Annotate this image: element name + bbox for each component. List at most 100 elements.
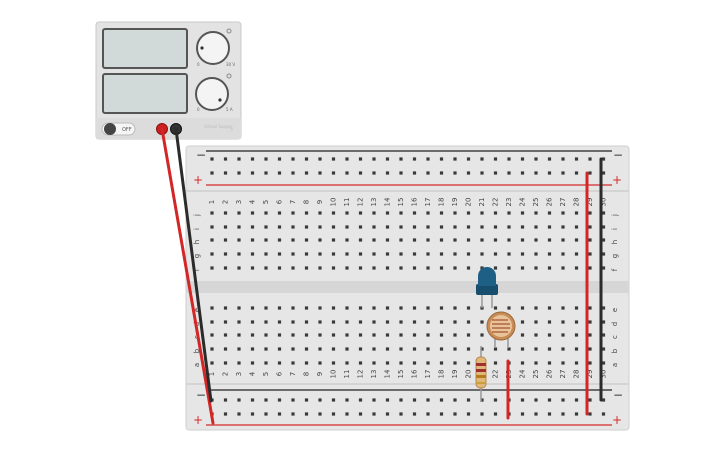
rail-hole[interactable] [372,412,376,416]
hole-f30[interactable] [601,266,606,270]
rail-hole[interactable] [520,157,525,161]
hole-h8[interactable] [304,238,309,242]
hole-a9[interactable] [318,361,322,365]
hole-h11[interactable] [345,238,349,242]
hole-b21[interactable] [480,347,484,351]
hole-b19[interactable] [453,347,457,351]
hole-i4[interactable] [250,225,255,229]
hole-j2[interactable] [223,211,228,215]
rail-hole[interactable] [561,412,565,416]
rail-hole[interactable] [480,157,484,161]
hole-f18[interactable] [439,266,444,270]
hole-j4[interactable] [250,211,255,215]
hole-a13[interactable] [372,361,376,365]
hole-b25[interactable] [534,347,538,351]
hole-e18[interactable] [439,306,444,310]
hole-c26[interactable] [547,333,552,337]
hole-g16[interactable] [412,252,417,256]
hole-i5[interactable] [264,225,268,229]
rail-hole[interactable] [345,171,349,175]
hole-c30[interactable] [601,333,606,337]
rail-hole[interactable] [318,171,322,175]
hole-g27[interactable] [561,252,565,256]
rail-hole[interactable] [426,157,430,161]
rail-hole[interactable] [412,412,417,416]
hole-j29[interactable] [588,211,592,215]
hole-a8[interactable] [304,361,309,365]
hole-h25[interactable] [534,238,538,242]
hole-j27[interactable] [561,211,565,215]
hole-e15[interactable] [399,306,403,310]
hole-c12[interactable] [358,333,363,337]
hole-c7[interactable] [291,333,295,337]
hole-i3[interactable] [237,225,241,229]
hole-j16[interactable] [412,211,417,215]
hole-f21[interactable] [480,266,484,270]
hole-b10[interactable] [331,347,336,351]
breadboard[interactable]: − + − + − + − + 112233445566778899101011… [185,145,630,431]
hole-a24[interactable] [520,361,525,365]
hole-b12[interactable] [358,347,363,351]
hole-d24[interactable] [520,320,525,324]
hole-i28[interactable] [574,225,579,229]
hole-g6[interactable] [277,252,282,256]
rail-hole[interactable] [264,157,268,161]
hole-b9[interactable] [318,347,322,351]
hole-g19[interactable] [453,252,457,256]
hole-f4[interactable] [250,266,255,270]
hole-f1[interactable] [210,266,214,270]
rail-hole[interactable] [466,412,471,416]
hole-d18[interactable] [439,320,444,324]
rail-hole[interactable] [588,171,592,175]
rail-hole[interactable] [466,157,471,161]
hole-a28[interactable] [574,361,579,365]
hole-g15[interactable] [399,252,403,256]
rail-hole[interactable] [534,398,538,402]
rail-hole[interactable] [453,171,457,175]
hole-i29[interactable] [588,225,592,229]
hole-c19[interactable] [453,333,457,337]
rail-hole[interactable] [601,412,606,416]
hole-h26[interactable] [547,238,552,242]
rail-hole[interactable] [480,171,484,175]
hole-i10[interactable] [331,225,336,229]
rail-hole[interactable] [358,398,363,402]
hole-i18[interactable] [439,225,444,229]
hole-a6[interactable] [277,361,282,365]
hole-h24[interactable] [520,238,525,242]
rail-hole[interactable] [466,171,471,175]
hole-a22[interactable] [493,361,498,365]
hole-h9[interactable] [318,238,322,242]
hole-b27[interactable] [561,347,565,351]
hole-f11[interactable] [345,266,349,270]
hole-e22[interactable] [493,306,498,310]
hole-g1[interactable] [210,252,214,256]
resistor-icon[interactable] [475,346,487,401]
hole-g10[interactable] [331,252,336,256]
hole-d29[interactable] [588,320,592,324]
rail-hole[interactable] [520,412,525,416]
hole-e11[interactable] [345,306,349,310]
hole-f29[interactable] [588,266,592,270]
hole-j19[interactable] [453,211,457,215]
hole-g4[interactable] [250,252,255,256]
hole-f19[interactable] [453,266,457,270]
hole-j3[interactable] [237,211,241,215]
hole-f26[interactable] [547,266,552,270]
rail-hole[interactable] [304,171,309,175]
hole-i19[interactable] [453,225,457,229]
hole-a2[interactable] [223,361,228,365]
hole-j17[interactable] [426,211,430,215]
rail-hole[interactable] [358,412,363,416]
rail-hole[interactable] [304,412,309,416]
rail-hole[interactable] [385,398,390,402]
hole-d13[interactable] [372,320,376,324]
hole-g23[interactable] [507,252,511,256]
hole-d25[interactable] [534,320,538,324]
hole-j26[interactable] [547,211,552,215]
hole-g3[interactable] [237,252,241,256]
rail-hole[interactable] [210,157,214,161]
hole-a26[interactable] [547,361,552,365]
hole-i26[interactable] [547,225,552,229]
